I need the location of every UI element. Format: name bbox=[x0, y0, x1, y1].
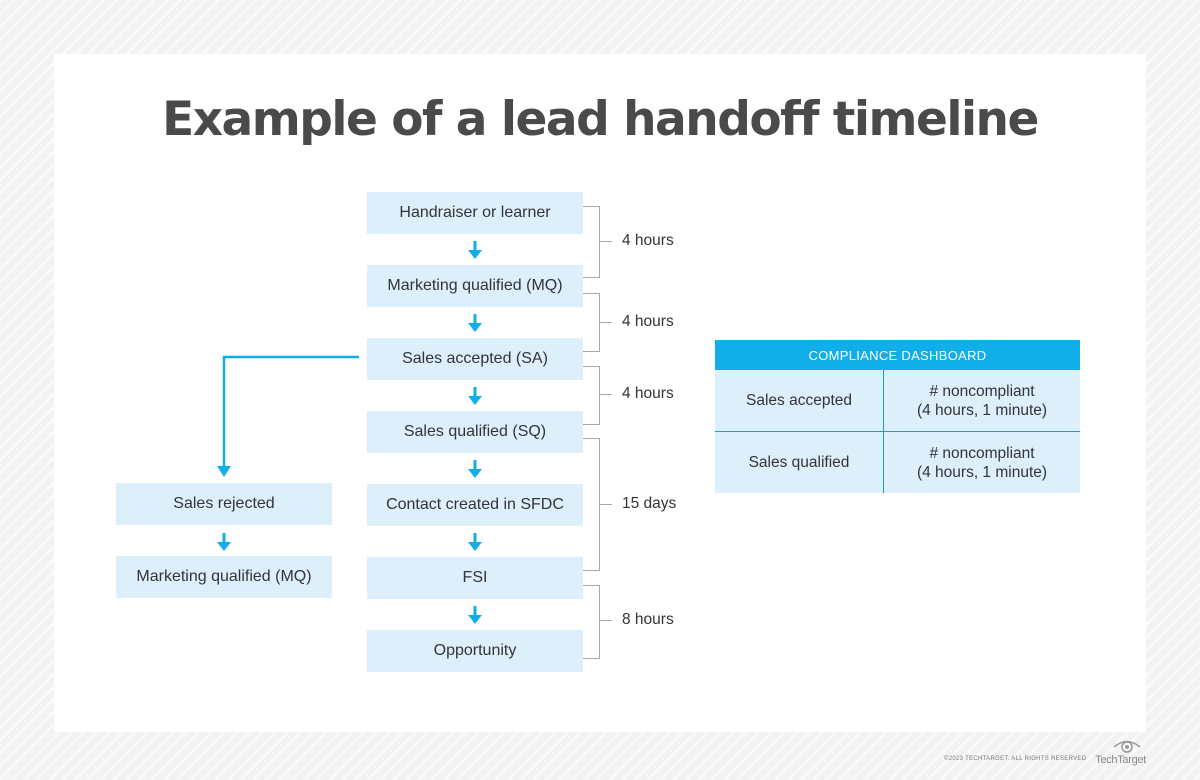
down-arrow-icon bbox=[468, 241, 482, 259]
duration-label: 8 hours bbox=[622, 611, 674, 628]
metric-threshold: (4 hours, 1 minute) bbox=[916, 401, 1048, 419]
bracket-tick bbox=[600, 241, 612, 242]
dashboard-stage-cell: Sales accepted bbox=[746, 392, 852, 409]
bracket-tick bbox=[600, 394, 612, 395]
flow-step-sales-qualified: Sales qualified (SQ) bbox=[367, 411, 583, 453]
flow-step-sales-accepted: Sales accepted (SA) bbox=[367, 338, 583, 380]
logo-wordmark: TechTarget bbox=[1095, 754, 1146, 766]
flow-step-opportunity: Opportunity bbox=[367, 630, 583, 672]
dashboard-row-divider bbox=[715, 431, 1080, 432]
duration-bracket bbox=[583, 585, 600, 659]
metric-label: # noncompliant bbox=[929, 444, 1035, 462]
down-arrow-icon bbox=[468, 460, 482, 478]
metric-threshold: (4 hours, 1 minute) bbox=[916, 463, 1048, 481]
down-arrow-icon bbox=[217, 533, 231, 551]
page-title: Example of a lead handoff timeline bbox=[162, 92, 1039, 147]
flow-step-marketing-qualified: Marketing qualified (MQ) bbox=[367, 265, 583, 307]
flow-step-side-marketing-qualified: Marketing qualified (MQ) bbox=[116, 556, 332, 598]
dashboard-metric-cell: # noncompliant (4 hours, 1 minute) bbox=[884, 370, 1080, 431]
down-arrow-icon bbox=[468, 314, 482, 332]
reject-connector-arrow bbox=[217, 355, 359, 477]
flow-step-contact-created: Contact created in SFDC bbox=[367, 484, 583, 526]
down-arrow-icon bbox=[468, 533, 482, 551]
flow-step-fsi: FSI bbox=[367, 557, 583, 599]
duration-label: 4 hours bbox=[622, 385, 674, 402]
down-arrow-icon bbox=[468, 606, 482, 624]
bracket-tick bbox=[600, 322, 612, 323]
bracket-tick bbox=[600, 620, 612, 621]
duration-label: 4 hours bbox=[622, 313, 674, 330]
duration-bracket bbox=[583, 366, 600, 425]
flow-step-sales-rejected: Sales rejected bbox=[116, 483, 332, 525]
duration-bracket bbox=[583, 206, 600, 278]
dashboard-metric-cell: # noncompliant (4 hours, 1 minute) bbox=[884, 432, 1080, 493]
down-arrow-icon bbox=[468, 387, 482, 405]
copyright-text: ©2023 TECHTARGET. ALL RIGHTS RESERVED bbox=[944, 756, 1087, 762]
dashboard-header: COMPLIANCE DASHBOARD bbox=[715, 340, 1080, 370]
bracket-tick bbox=[600, 504, 612, 505]
metric-label: # noncompliant bbox=[929, 382, 1035, 400]
duration-bracket bbox=[583, 438, 600, 571]
duration-label: 15 days bbox=[622, 495, 677, 512]
dashboard-stage-cell: Sales qualified bbox=[748, 454, 850, 471]
duration-label: 4 hours bbox=[622, 232, 674, 249]
compliance-dashboard: COMPLIANCE DASHBOARD Sales accepted # no… bbox=[715, 340, 1080, 493]
duration-bracket bbox=[583, 293, 600, 352]
eye-logo-icon bbox=[1113, 740, 1141, 753]
flow-step-handraiser: Handraiser or learner bbox=[367, 192, 583, 234]
techtarget-logo: TechTarget bbox=[1094, 738, 1146, 768]
